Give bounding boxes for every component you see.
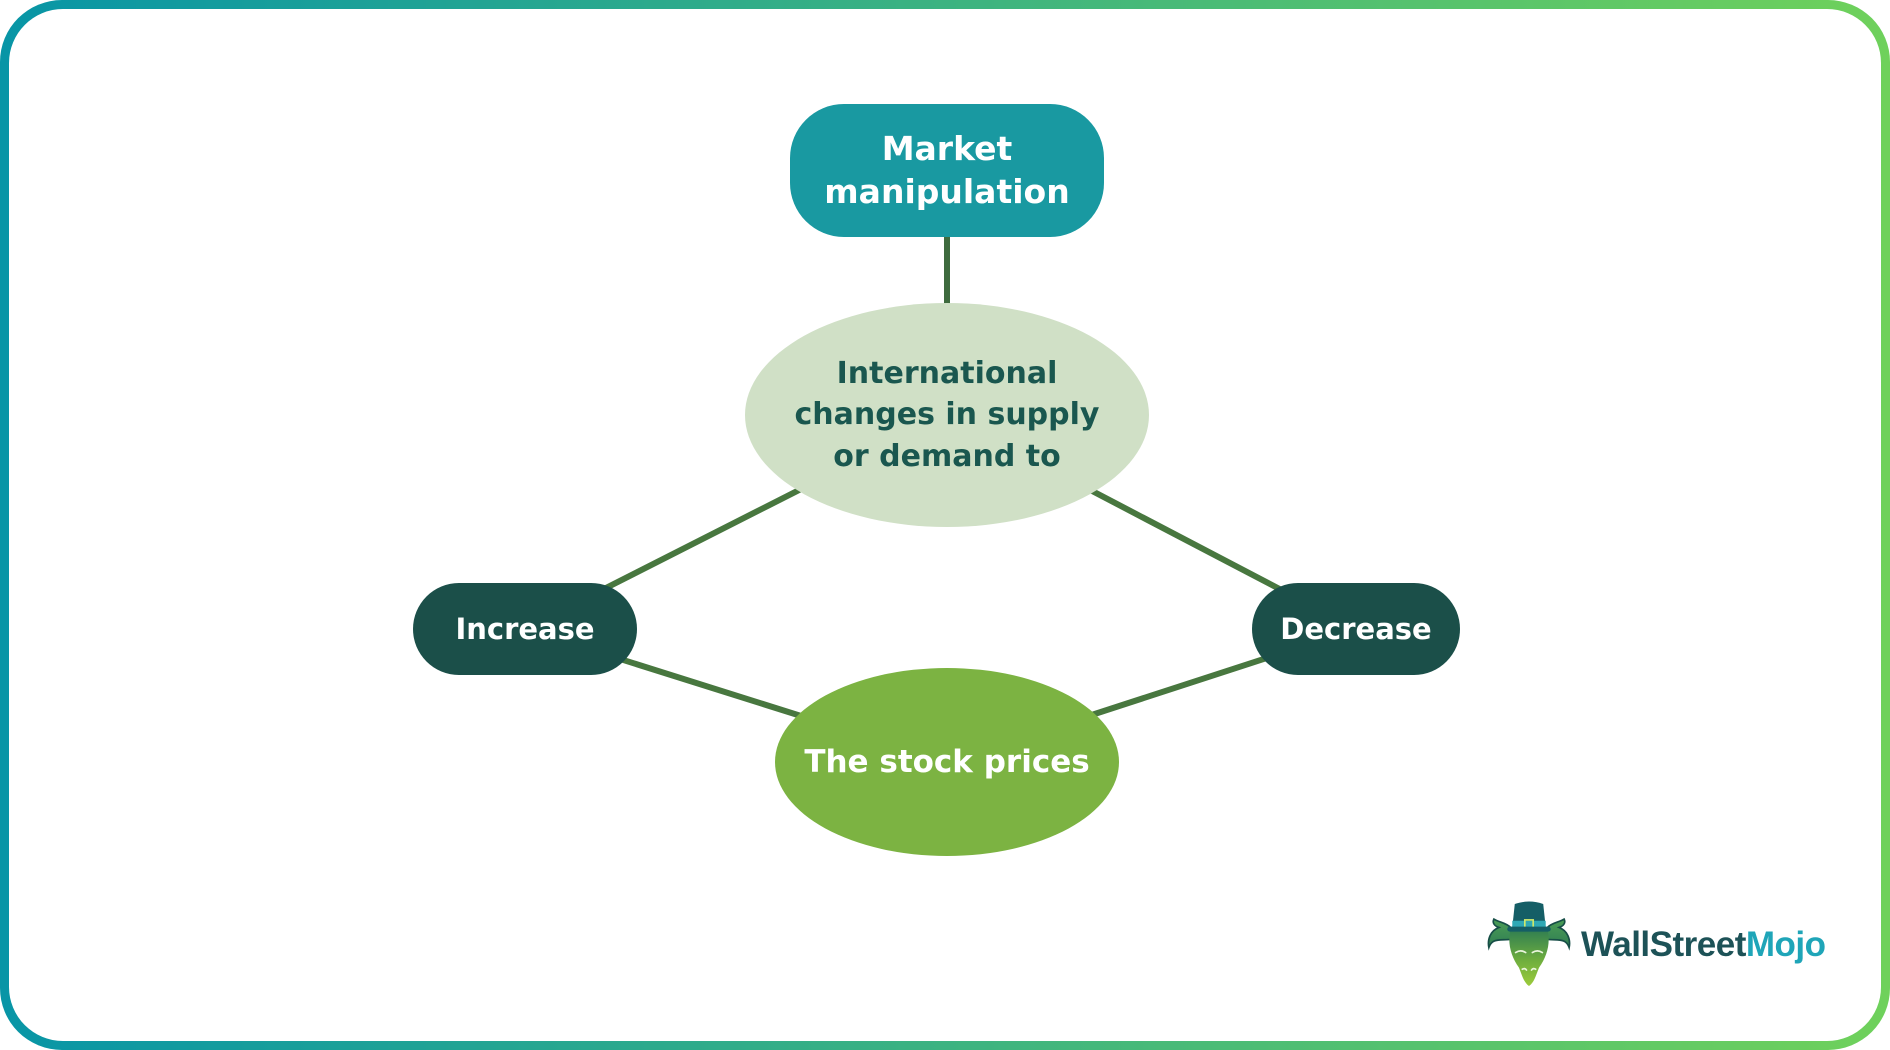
label-line: or demand to: [833, 438, 1061, 474]
bull-mascot-icon: [1487, 901, 1571, 986]
node-stock-prices-label: The stock prices: [804, 744, 1090, 780]
label-line: International: [836, 356, 1058, 392]
node-decrease: Decrease: [1252, 583, 1460, 675]
wordmark-wallstreet: WallStreet: [1581, 925, 1746, 964]
node-stock-prices: The stock prices: [775, 668, 1119, 856]
node-international-changes-label: International changes in supply or deman…: [795, 353, 1100, 476]
label-line: manipulation: [824, 171, 1070, 211]
wordmark-mojo: Mojo: [1745, 925, 1826, 964]
node-international-changes: International changes in supply or deman…: [745, 303, 1149, 527]
wallstreetmojo-wordmark: WallStreetMojo: [1581, 925, 1826, 965]
label-line: changes in supply: [794, 397, 1100, 433]
node-market-manipulation: Market manipulation: [790, 104, 1104, 237]
node-market-manipulation-label: Market manipulation: [824, 128, 1069, 212]
wallstreetmojo-logo: WallStreetMojo: [1487, 897, 1826, 993]
node-increase: Increase: [413, 583, 637, 675]
node-increase-label: Increase: [455, 612, 595, 646]
node-decrease-label: Decrease: [1280, 612, 1432, 646]
label-line: Market: [881, 129, 1013, 169]
